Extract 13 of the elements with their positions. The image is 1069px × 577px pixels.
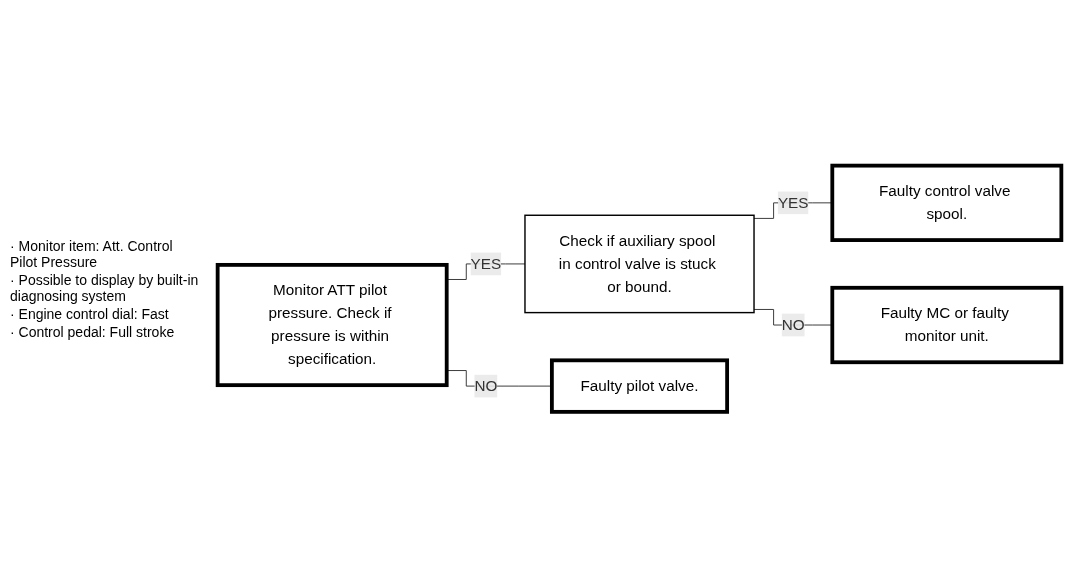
node-box: Faulty control valve spool. [830, 163, 1064, 242]
edge-label: YES [470, 255, 502, 272]
node-box: Faulty MC or faulty monitor unit. [830, 285, 1064, 364]
note-text: · Possible to display by built-in diagnosing system [10, 271, 200, 304]
node-box: Monitor ATT pilot pressure. Check if pressure is within specification. [215, 262, 449, 387]
edge-label: NO [474, 377, 498, 394]
note-text: · Engine control dial: Fast [10, 305, 170, 322]
edge-label: NO [781, 316, 805, 333]
note-text: · Monitor item: Att. Control Pilot Pressure [10, 237, 174, 270]
edge-label: YES [777, 194, 809, 211]
note-text: · Control pedal: Full stroke [10, 323, 176, 340]
node-box: Check if auxiliary spool in control valve is stuck or bound. [524, 214, 755, 314]
node-box: Faulty pilot valve. [549, 358, 730, 414]
